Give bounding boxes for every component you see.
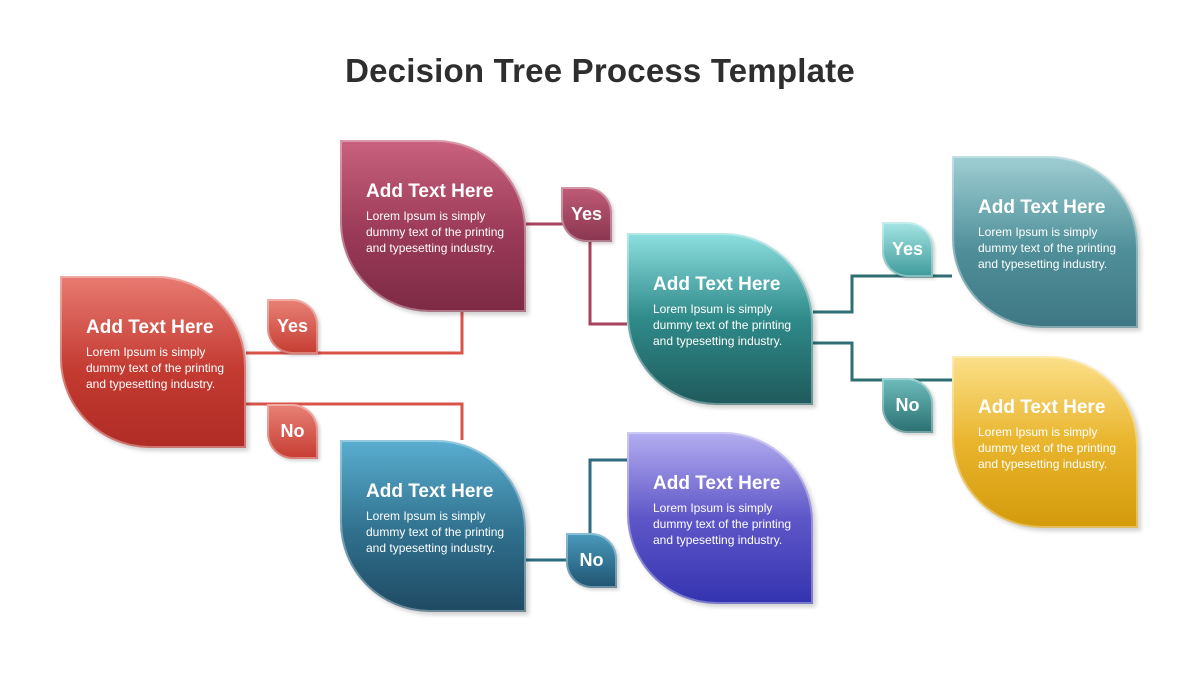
decision-node-teal: Add Text Here Lorem Ipsum is simply dumm… <box>952 156 1138 328</box>
connector-root-yes <box>246 312 464 355</box>
decision-node-yellow: Add Text Here Lorem Ipsum is simply dumm… <box>952 356 1138 528</box>
connector-node4-yes <box>813 274 952 314</box>
page-title: Decision Tree Process Template <box>345 52 855 89</box>
node-title: Add Text Here <box>978 397 1106 418</box>
decision-node-center: Add Text Here Lorem Ipsum is simply dumm… <box>627 233 813 405</box>
connector-node2-yes <box>526 222 627 326</box>
yes-badge: Yes <box>882 222 933 277</box>
decision-node-no-branch: Add Text Here Lorem Ipsum is simply dumm… <box>340 440 526 612</box>
no-badge: No <box>882 378 933 433</box>
node-body: Lorem Ipsum is simply dummy text of the … <box>653 501 792 547</box>
no-badge: No <box>267 404 318 459</box>
yes-badge: Yes <box>267 299 318 354</box>
node-body: Lorem Ipsum is simply dummy text of the … <box>366 509 505 555</box>
node-body: Lorem Ipsum is simply dummy text of the … <box>653 302 792 348</box>
node-body: Lorem Ipsum is simply dummy text of the … <box>366 209 505 255</box>
node-body: Lorem Ipsum is simply dummy text of the … <box>978 425 1117 471</box>
node-title: Add Text Here <box>653 274 781 295</box>
yes-badge: Yes <box>561 187 612 242</box>
node-title: Add Text Here <box>653 473 781 494</box>
node-title: Add Text Here <box>366 481 494 502</box>
node-body: Lorem Ipsum is simply dummy text of the … <box>978 225 1117 271</box>
connector-root-no <box>246 402 464 440</box>
node-title: Add Text Here <box>86 317 214 338</box>
connector-node3-no <box>526 458 627 562</box>
no-badge: No <box>566 533 617 588</box>
node-title: Add Text Here <box>978 197 1106 218</box>
connector-node4-no <box>813 341 952 382</box>
decision-node-purple: Add Text Here Lorem Ipsum is simply dumm… <box>627 432 813 604</box>
decision-node-root: Add Text Here Lorem Ipsum is simply dumm… <box>60 276 246 448</box>
node-body: Lorem Ipsum is simply dummy text of the … <box>86 345 225 391</box>
decision-node-yes-branch: Add Text Here Lorem Ipsum is simply dumm… <box>340 140 526 312</box>
node-title: Add Text Here <box>366 181 494 202</box>
